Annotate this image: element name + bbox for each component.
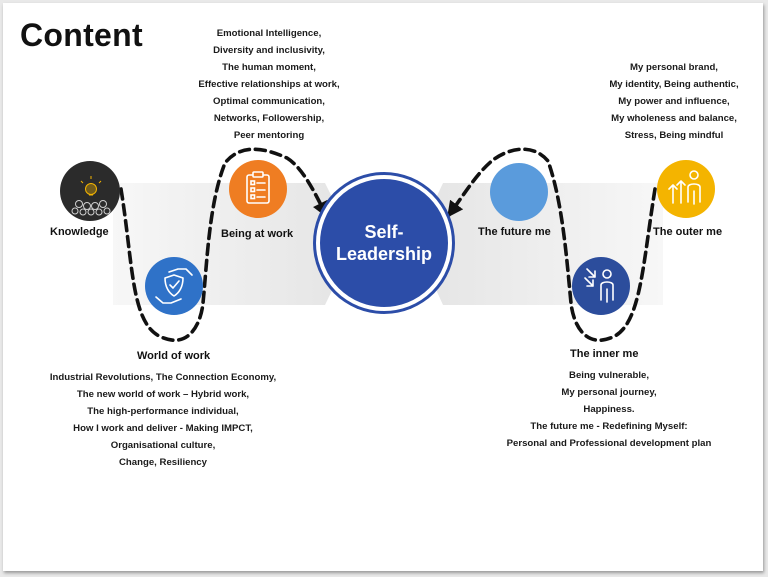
topic-line: Networks, Followership, bbox=[213, 113, 325, 124]
topic-line: My power and influence, bbox=[618, 96, 730, 107]
outer-me-topics: My personal brand, My identity, Being au… bbox=[599, 59, 749, 144]
lightbulb-group-icon bbox=[71, 176, 111, 216]
topic-line: My personal journey, bbox=[561, 387, 657, 398]
world-of-work-node bbox=[145, 257, 203, 315]
topic-line: Being vulnerable, bbox=[569, 370, 649, 381]
inner-me-label: The inner me bbox=[570, 348, 639, 360]
person-arrows-up-icon bbox=[668, 170, 701, 205]
topic-line: The new world of work – Hybrid work, bbox=[76, 389, 250, 400]
inner-me-topics: Being vulnerable, My personal journey, H… bbox=[499, 367, 719, 452]
right-dashed-path bbox=[447, 147, 657, 343]
topic-line: How I work and deliver - Making IMPCT, bbox=[73, 423, 253, 434]
being-at-work-topics: Emotional Intelligence, Diversity and in… bbox=[179, 25, 359, 144]
topic-line: The human moment, bbox=[222, 62, 316, 73]
self-leadership-circle: Self- Leadership bbox=[316, 175, 452, 311]
inner-me-node bbox=[572, 257, 630, 315]
topic-line: Optimal communication, bbox=[213, 96, 325, 107]
center-label-line1: Self- bbox=[364, 222, 404, 242]
future-me-label: The future me bbox=[478, 226, 551, 238]
topic-line: The future me - Redefining Myself: bbox=[530, 421, 688, 432]
clipboard-checklist-icon bbox=[246, 171, 270, 204]
topic-line: Effective relationships at work, bbox=[198, 79, 340, 90]
knowledge-label: Knowledge bbox=[50, 226, 109, 238]
outer-me-label: The outer me bbox=[653, 226, 723, 238]
topic-line: Personal and Professional development pl… bbox=[506, 438, 712, 449]
left-dashed-path bbox=[119, 147, 328, 343]
topic-line: The high-performance individual, bbox=[87, 406, 239, 417]
world-of-work-topics: Industrial Revolutions, The Connection E… bbox=[43, 369, 283, 471]
being-at-work-label: Being at work bbox=[221, 228, 294, 240]
hand-shield-icon bbox=[155, 268, 193, 304]
topic-line: Emotional Intelligence, bbox=[216, 28, 322, 39]
topic-line: My identity, Being authentic, bbox=[609, 79, 739, 90]
person-arrows-in-icon bbox=[584, 268, 614, 303]
topic-line: Industrial Revolutions, The Connection E… bbox=[49, 372, 277, 383]
center-label-line2: Leadership bbox=[335, 244, 433, 264]
topic-line: My personal brand, bbox=[630, 62, 718, 73]
topic-line: Peer mentoring bbox=[233, 130, 305, 141]
world-of-work-label: World of work bbox=[137, 350, 211, 362]
knowledge-node bbox=[60, 161, 120, 221]
topic-line: Diversity and inclusivity, bbox=[213, 45, 325, 56]
topic-line: Change, Resiliency bbox=[119, 457, 207, 468]
topic-line: My wholeness and balance, bbox=[611, 113, 737, 124]
future-me-node bbox=[490, 163, 548, 221]
page-title: Content bbox=[20, 17, 143, 53]
slide: Content Self- Leadership Knowledge World… bbox=[3, 3, 763, 571]
being-at-work-node bbox=[229, 160, 287, 218]
outer-me-node bbox=[657, 160, 715, 218]
topic-line: Happiness. bbox=[583, 404, 635, 415]
topic-line: Organisational culture, bbox=[110, 440, 216, 451]
topic-line: Stress, Being mindful bbox=[624, 130, 724, 141]
diagram-graphics bbox=[60, 147, 715, 343]
